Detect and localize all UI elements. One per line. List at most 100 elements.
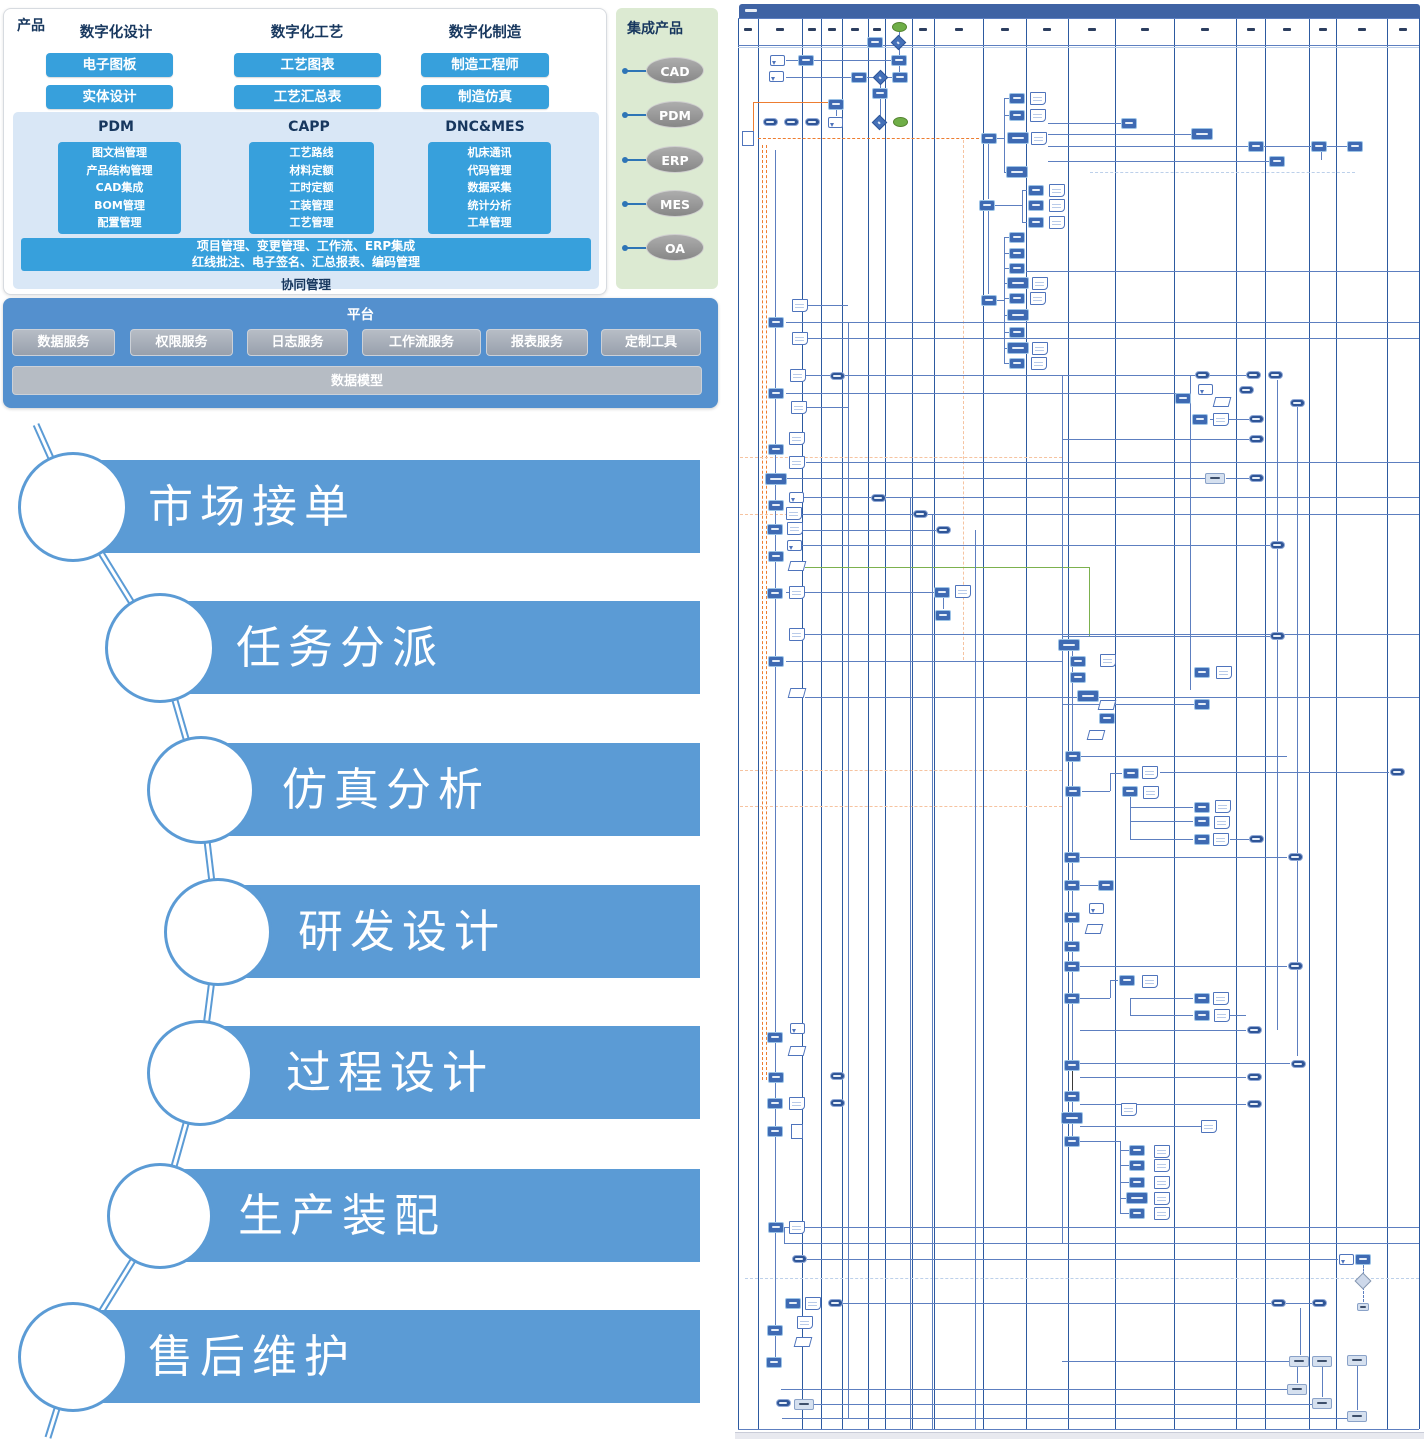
connector-line — [1080, 1125, 1201, 1127]
task-node — [892, 71, 908, 83]
callout-annotation-node — [769, 54, 785, 66]
connector-pill-node — [1289, 399, 1305, 407]
connector-line — [740, 456, 1062, 458]
common-functions-line1: 项目管理、变更管理、工作流、ERP集成 — [196, 239, 416, 253]
connector-line — [1110, 772, 1122, 774]
connector-line — [1299, 1308, 1301, 1355]
light-task-node — [1287, 1383, 1307, 1395]
callout-annotation-node — [827, 116, 843, 128]
swimlane-header-label — [1318, 28, 1327, 31]
connector-line — [1080, 1140, 1120, 1142]
task-node — [1064, 1090, 1080, 1102]
connector-pill-node — [1287, 853, 1303, 861]
connector-line — [805, 633, 1419, 635]
task-node — [1064, 851, 1080, 863]
task-node — [1129, 1207, 1145, 1219]
document-node — [1030, 91, 1046, 105]
task-node — [1009, 326, 1025, 338]
swimlane-header-label — [807, 28, 816, 31]
document-node — [1142, 765, 1158, 779]
connector-line — [1226, 477, 1249, 479]
connector-line — [807, 406, 848, 408]
connector-line — [1004, 314, 1009, 316]
connector-line — [1048, 160, 1269, 162]
process-step-marker — [164, 878, 272, 986]
connector-line — [1062, 1360, 1290, 1362]
integration-oval: ERP — [646, 146, 704, 173]
platform-service-chip: 日志服务 — [247, 329, 348, 356]
connector-line — [802, 544, 1270, 546]
connector-line — [808, 337, 1419, 339]
document-node — [789, 455, 805, 469]
task-node-wide — [1077, 690, 1099, 702]
connector-pill-node — [1248, 474, 1264, 482]
connector-line — [1004, 297, 1009, 299]
connector-pill-node — [1290, 1060, 1306, 1068]
task-node-wide — [1007, 309, 1029, 321]
connector-line — [765, 145, 767, 1080]
connector-pill-node — [775, 1399, 791, 1407]
connector-line — [802, 513, 1419, 515]
task-node — [1009, 292, 1025, 304]
connector-line — [1109, 980, 1111, 998]
integration-item: CAD — [616, 57, 718, 84]
task-node — [1009, 247, 1025, 259]
integration-item: ERP — [616, 146, 718, 173]
connector-line — [1129, 998, 1131, 1015]
document-node — [1154, 1175, 1170, 1189]
outlined-task-node — [791, 1123, 803, 1139]
connector-line — [738, 1428, 1419, 1430]
task-node — [979, 199, 995, 211]
process-step-bar — [76, 1310, 700, 1403]
connector-line — [758, 137, 984, 139]
connector-line — [1119, 1141, 1121, 1213]
task-node-wide — [1126, 1192, 1148, 1204]
swimlane-divider — [1174, 18, 1175, 1429]
task-node — [1009, 92, 1025, 104]
group-header-dncmes: DNC&MES — [445, 119, 525, 135]
document-node — [797, 1315, 813, 1329]
connector-pill-node — [1238, 386, 1254, 394]
task-node — [768, 550, 784, 562]
swimlane-header-label — [1043, 28, 1051, 31]
connector-line — [962, 140, 964, 660]
connector-pill-node — [1246, 1073, 1262, 1081]
task-node — [1028, 184, 1044, 196]
connector-line — [786, 591, 934, 593]
task-node — [1175, 392, 1191, 404]
connector-line — [1061, 375, 1063, 1243]
document-node — [1121, 1102, 1137, 1116]
integration-oval: CAD — [646, 57, 704, 84]
connector-line — [1080, 884, 1098, 886]
connector-line — [786, 76, 894, 78]
swimlane-divider — [1336, 18, 1337, 1429]
platform-service-chip: 权限服务 — [130, 329, 233, 356]
task-node — [767, 523, 783, 535]
connector-line — [1296, 1367, 1298, 1383]
pdm-capp-mes-subpanel: PDM CAPP DNC&MES 图文档管理 产品结构管理 CAD集成 BOM管… — [13, 112, 599, 292]
task-node-wide — [765, 473, 787, 485]
flowchart-bottom-strip — [735, 1432, 1424, 1439]
connector-line — [1120, 1212, 1129, 1214]
swimlane-header-label — [1357, 28, 1366, 31]
task-node — [1194, 1009, 1210, 1021]
connector-pill-node — [829, 1072, 845, 1080]
swimlane-divider — [758, 18, 759, 1429]
connector-line — [786, 392, 1190, 394]
task-node — [768, 1221, 784, 1233]
task-node — [1064, 992, 1080, 1004]
connector-line — [1004, 236, 1009, 238]
document-node — [792, 331, 808, 345]
connector-pill-node — [1267, 371, 1283, 379]
swimlane-divider — [983, 18, 984, 1429]
connector-line — [1080, 997, 1110, 999]
connector-pill-node — [829, 372, 845, 380]
platform-title: 平台 — [347, 307, 374, 323]
product-button: 工艺汇总表 — [234, 85, 381, 109]
swimlane-divider — [885, 18, 886, 1429]
document-node — [789, 1220, 805, 1234]
integration-oval: PDM — [646, 101, 704, 128]
document-node — [1154, 1206, 1170, 1220]
process-step-label: 售后维护 — [148, 1330, 357, 1383]
document-node — [787, 521, 803, 535]
